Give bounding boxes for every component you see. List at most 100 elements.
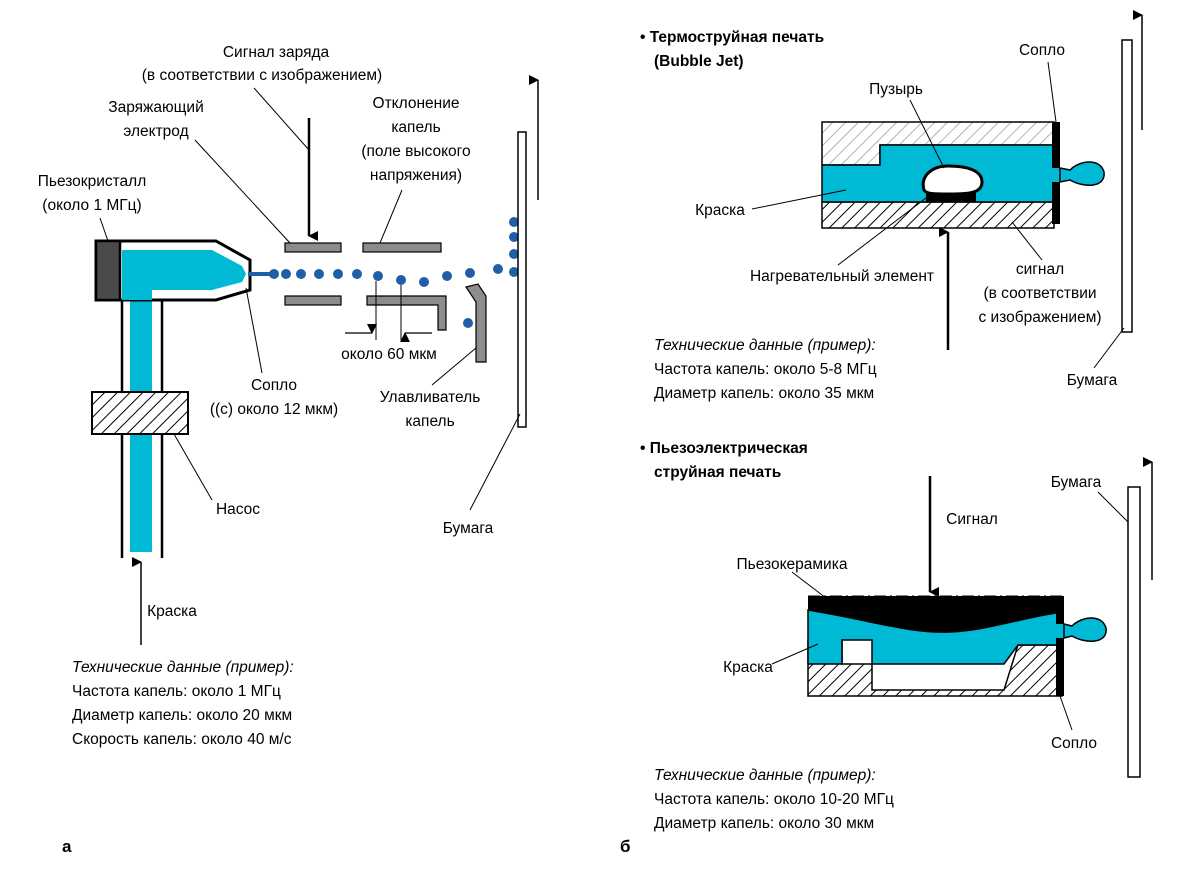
- leader-line: [1093, 327, 1125, 369]
- heater-label: Нагревательный элемент: [750, 268, 934, 285]
- leader-line: [791, 571, 827, 599]
- paper-sheet: [1121, 39, 1133, 333]
- charge-signal-label-1: Сигнал заряда: [223, 44, 330, 61]
- drop-catcher: [465, 283, 487, 363]
- bubble-label: Пузырь: [869, 81, 923, 98]
- ink-chamber: [122, 250, 246, 300]
- signal-label-1: сигнал: [1016, 261, 1064, 278]
- leader-line: [173, 433, 213, 501]
- panel-letter-b: б: [620, 837, 631, 856]
- pump-label: Насос: [216, 501, 260, 518]
- piezo-title-1: • Пьезоэлектрическая: [640, 440, 808, 457]
- leader-line: [245, 287, 263, 374]
- ink-label: Краска: [695, 202, 745, 219]
- charging-electrode-top: [284, 242, 342, 253]
- paper-sheet: [517, 131, 527, 428]
- piezo-crystal-label-2: (около 1 МГц): [42, 197, 141, 214]
- charging-electrode-label-2: электрод: [123, 123, 188, 140]
- charging-electrode-label-1: Заряжающий: [108, 99, 204, 116]
- leader-line: [837, 197, 927, 266]
- piezo-ceramic-label: Пьезокерамика: [737, 556, 848, 573]
- nozzle-plate: [1056, 596, 1064, 696]
- signal-label-3: с изображением): [978, 309, 1101, 326]
- paper-sheet: [1127, 486, 1141, 778]
- paper-label: Бумага: [443, 520, 494, 537]
- deflection-label-3: (поле высокого: [361, 143, 470, 160]
- leader-lines-left: [99, 87, 521, 511]
- panel-letter-a: а: [62, 837, 72, 856]
- spec-line: Частота капель: около 1 МГц: [72, 683, 281, 700]
- leader-line: [1011, 221, 1043, 261]
- paper-label: Бумага: [1067, 372, 1118, 389]
- leader-lines-thermal: [751, 61, 1125, 369]
- nozzle-label-1: Сопло: [251, 377, 297, 394]
- drop: [509, 232, 519, 242]
- drop: [509, 267, 519, 277]
- heater: [926, 193, 976, 202]
- charge-signal-label-2: (в соответствии с изображением): [142, 67, 382, 84]
- drop: [269, 269, 279, 279]
- paper-label: Бумага: [1051, 474, 1102, 491]
- deflection-plate-top: [362, 242, 442, 253]
- leader-line: [379, 189, 403, 244]
- leader-lines-piezo: [771, 491, 1129, 731]
- spec-line: Диаметр капель: около 35 мкм: [654, 385, 874, 402]
- charging-electrode-bottom: [284, 295, 342, 306]
- leader-line: [909, 99, 945, 169]
- ejected-drop: [1059, 161, 1105, 186]
- signal-label-2: (в соответствии: [983, 285, 1096, 302]
- drop: [419, 277, 429, 287]
- piezo-crystal-label-1: Пьезокристалл: [38, 173, 147, 190]
- piezo-inkjet-diagram: • Пьезоэлектрическая струйная печать Бум…: [620, 440, 1153, 856]
- leader-line: [431, 347, 477, 386]
- nozzle-label-2: ((с) около 12 мкм): [210, 401, 338, 418]
- leader-line: [1047, 61, 1057, 123]
- deflection-label-4: напряжения): [370, 167, 462, 184]
- spacing-label: около 60 мкм: [341, 346, 437, 363]
- leader-line: [771, 643, 819, 665]
- leader-line: [751, 189, 847, 210]
- specs-title: Технические данные (пример):: [72, 659, 294, 676]
- leader-line: [469, 413, 521, 511]
- ejected-drop: [1063, 617, 1107, 642]
- catcher-label-2: капель: [405, 413, 454, 430]
- spec-line: Частота капель: около 5-8 МГц: [654, 361, 877, 378]
- signal-label: Сигнал: [946, 511, 998, 528]
- piezo-ceramic: [808, 596, 1062, 633]
- spec-line: Скорость капель: около 40 м/с: [72, 731, 292, 748]
- drop: [509, 217, 519, 227]
- ink-label: Краска: [723, 659, 773, 676]
- drop: [281, 269, 291, 279]
- leader-line: [99, 217, 109, 242]
- nozzle-opening: [1052, 168, 1060, 182]
- drop: [442, 271, 452, 281]
- specs-title: Технические данные (пример):: [654, 337, 876, 354]
- bottom-wall: [821, 201, 1055, 229]
- bubble: [921, 164, 984, 196]
- drop: [333, 269, 343, 279]
- leader-line: [194, 139, 291, 244]
- specs-title: Технические данные (пример):: [654, 767, 876, 784]
- piezo-crystal: [94, 239, 122, 302]
- drop: [373, 271, 383, 281]
- leader-line: [1059, 695, 1073, 731]
- spec-line: Частота капель: около 10-20 МГц: [654, 791, 894, 808]
- drop: [352, 269, 362, 279]
- nozzle-label: Сопло: [1051, 735, 1097, 752]
- leader-line: [1097, 491, 1129, 523]
- drop: [296, 269, 306, 279]
- piezo-title-2: струйная печать: [654, 464, 781, 481]
- thermal-title-1: • Термоструйная печать: [640, 29, 824, 46]
- pump: [91, 391, 189, 435]
- leader-line: [253, 87, 310, 151]
- thermal-inkjet-diagram: • Термоструйная печать (Bubble Jet): [640, 10, 1143, 402]
- deflection-label-2: капель: [391, 119, 440, 136]
- thermal-title-2: (Bubble Jet): [654, 53, 744, 70]
- nozzle-opening: [1056, 624, 1064, 638]
- ink-label: Краска: [147, 603, 197, 620]
- spec-line: Диаметр капель: около 30 мкм: [654, 815, 874, 832]
- drop: [493, 264, 503, 274]
- drop: [463, 318, 473, 328]
